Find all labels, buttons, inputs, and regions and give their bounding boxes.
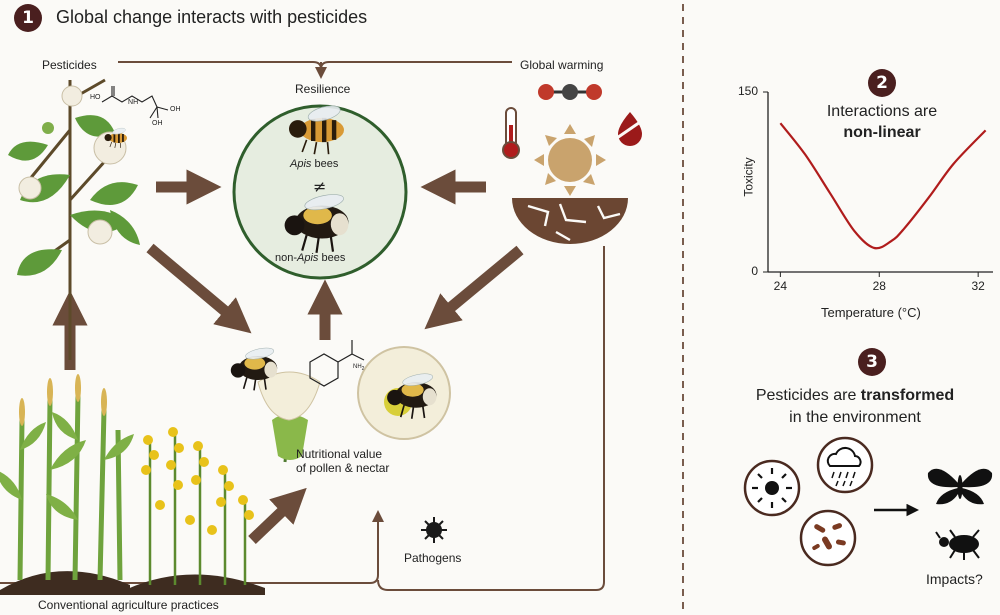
sun-icon (534, 124, 606, 196)
x-tick-label-28: 28 (872, 279, 886, 293)
arrow-pesticides-to-nutrition (146, 243, 252, 334)
section-2-badge: 2 (868, 69, 896, 97)
cracked-soil-icon (512, 198, 628, 244)
pathogens-label: Pathogens (404, 551, 462, 565)
pesticides-label: Pesticides (42, 58, 97, 72)
molecule-oh-label-2: OH (152, 120, 163, 127)
x-tick-label-32: 32 (971, 279, 985, 293)
co2-molecule-icon (538, 84, 602, 100)
resilience-circle (232, 104, 408, 280)
agriculture-label: Conventional agriculture practices (38, 598, 219, 612)
apis-bees-label: Apis bees (290, 158, 339, 170)
crops-illustration (0, 374, 265, 595)
beetle-icon (935, 529, 980, 560)
molecule-oh-label-1: OH (170, 106, 181, 113)
no-water-drop-icon (613, 112, 647, 146)
arrow-agriculture-to-nutrition (248, 487, 307, 544)
molecule-n-label: NH (128, 99, 139, 106)
rain-cloud-icon (816, 436, 874, 494)
impacts-label: Impacts? (926, 571, 983, 587)
x-axis-label: Temperature (°C) (821, 305, 921, 320)
toxicity-chart (763, 91, 993, 277)
sunlight-circle-icon (743, 459, 801, 517)
nicotinamide-molecule (309, 340, 365, 387)
molecule-ho-label: HO (90, 94, 101, 101)
nutritional-value-label: Nutritional value of pollen & nectar (296, 447, 390, 475)
flow-arrows (52, 169, 524, 544)
toxicity-curve (779, 122, 987, 250)
not-equal-sign: ≠ (313, 177, 327, 196)
top-bracket (118, 61, 512, 79)
butterfly-icon (927, 468, 993, 505)
x-tick-label-24: 24 (773, 279, 788, 293)
y-axis-label: Toxicity (741, 157, 756, 197)
non-apis-bees-label: non-Apis bees (275, 252, 346, 264)
cotton-flower-illustration (357, 346, 451, 440)
tubular-flower-illustration (230, 345, 321, 463)
resilience-label: Resilience (295, 82, 351, 96)
y-tick-label-0: 0 (751, 264, 758, 278)
glyphosate-molecule (101, 86, 169, 119)
nh2-label: NH2 (353, 364, 365, 373)
virus-icon (421, 517, 447, 543)
section-1-title: Global change interacts with pesticides (56, 7, 368, 27)
y-tick-label-150: 150 (737, 84, 758, 98)
cotton-plant-illustration (8, 78, 140, 360)
return-lines (0, 246, 605, 591)
section-3-title: Pesticides are transformed in the enviro… (755, 387, 955, 426)
section-3-badge: 3 (858, 348, 886, 376)
arrow-warming-to-nutrition (424, 245, 524, 330)
section-1-badge: 1 (14, 4, 42, 32)
section-2-title: Interactions are non-linear (826, 103, 938, 141)
bacteria-circle-icon (799, 509, 857, 567)
thermometer-icon (502, 107, 520, 159)
global-warming-label: Global warming (520, 58, 604, 72)
